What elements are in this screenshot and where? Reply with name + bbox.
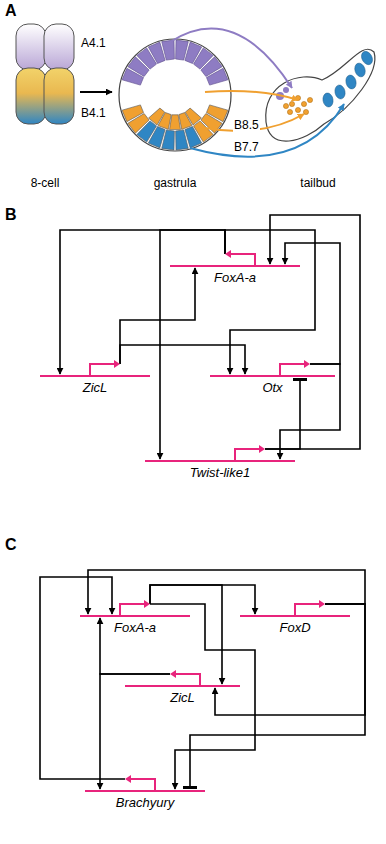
regulatory-link [60, 230, 225, 374]
gene-symbol [80, 600, 190, 620]
gene-symbol [170, 250, 300, 270]
gene-name: FoxA-a [80, 620, 190, 636]
gene-symbol [40, 360, 150, 380]
stage-label: 8-cell [30, 176, 61, 190]
regulatory-link [150, 585, 255, 614]
gene-symbol [145, 445, 295, 465]
eight-cell-embryo [16, 24, 74, 124]
gene-name: Brachyury [85, 795, 205, 811]
panel-letter: B [4, 206, 18, 224]
gene-node: Otx [210, 360, 335, 396]
gene-node: FoxA-a [170, 250, 300, 286]
gene-symbol [210, 360, 335, 380]
regulatory-link [150, 585, 222, 684]
stage-label: gastrula [153, 176, 198, 190]
regulatory-link [280, 364, 340, 459]
gene-node: FoxA-a [80, 600, 190, 636]
gene-name: ZicL [40, 380, 150, 396]
regulatory-link [40, 577, 125, 779]
gene-symbol [240, 600, 350, 620]
gene-name: Twist-like1 [145, 465, 295, 481]
stage-label: B7.7 [233, 140, 260, 154]
regulatory-link [190, 604, 365, 789]
stage-label: B4.1 [80, 106, 107, 120]
regulatory-link [100, 674, 170, 789]
gene-name: FoxD [240, 620, 350, 636]
regulatory-link [265, 215, 360, 449]
panel-letter: C [4, 536, 18, 554]
gene-node: Brachyury [85, 775, 205, 811]
gene-node: ZicL [40, 360, 150, 396]
regulatory-link [88, 570, 365, 614]
gene-node: ZicL [125, 670, 240, 706]
stage-label: B8.5 [233, 118, 260, 132]
gene-symbol [85, 775, 205, 795]
gene-symbol [125, 670, 240, 690]
gene-node: Twist-like1 [145, 445, 295, 481]
stage-label: tailbud [299, 176, 336, 190]
gastrula-embryo [119, 39, 231, 151]
lineage-arrow [170, 28, 292, 88]
gene-name: ZicL [125, 690, 240, 706]
stage-arrow [80, 91, 112, 93]
lineage-arrow [205, 91, 298, 100]
regulatory-link [120, 345, 245, 374]
regulatory-link [120, 268, 195, 364]
gene-name: Otx [210, 380, 335, 396]
panel-letter: A [4, 2, 18, 20]
regulatory-link [215, 604, 365, 715]
regulatory-link [285, 243, 340, 364]
gene-node: FoxD [240, 600, 350, 636]
gene-name: FoxA-a [170, 270, 300, 286]
regulatory-link [150, 604, 255, 789]
lineage-arrow [190, 104, 344, 157]
stage-label: A4.1 [80, 36, 107, 50]
